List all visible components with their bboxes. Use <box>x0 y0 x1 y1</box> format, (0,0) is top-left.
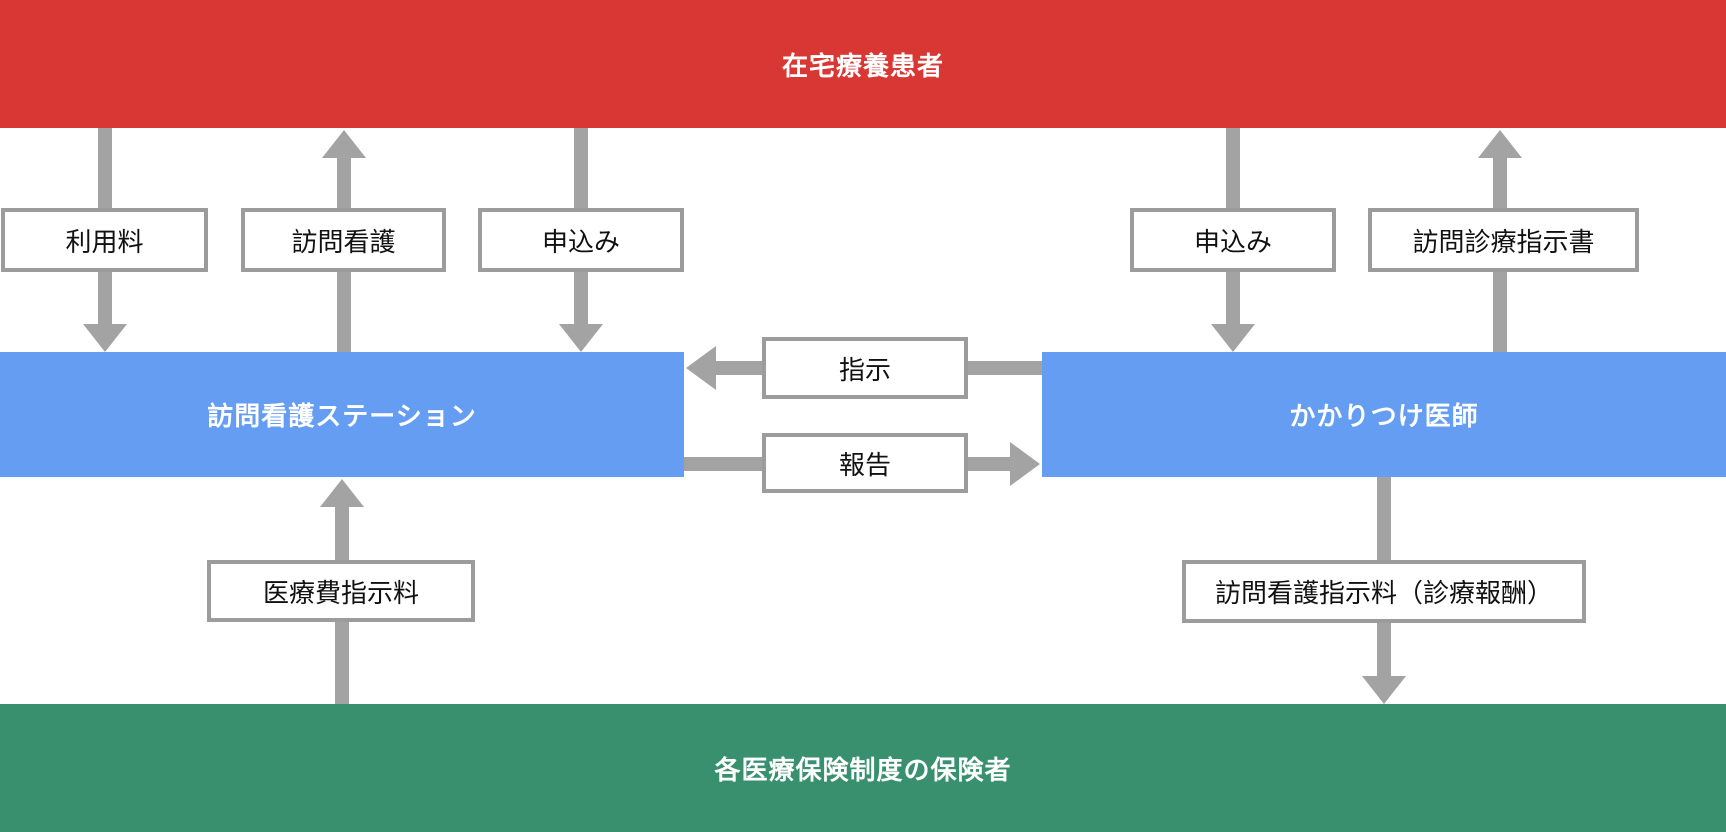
arrow-usage-fee-arrowhead-down <box>83 324 127 352</box>
band-visiting-nursing-station: 訪問看護ステーション <box>0 352 684 477</box>
band-home-care-patient-label: 在宅療養患者 <box>781 50 944 81</box>
flow-label-instruction-text: 指示 <box>838 354 891 385</box>
arrow-nursing-directive-fee-arrowhead-down <box>1362 676 1406 704</box>
flow-label-application-right-text: 申込み <box>1193 226 1272 257</box>
flow-label-usage-fee: 利用料 <box>1 208 208 272</box>
band-home-care-patient: 在宅療養患者 <box>0 0 1726 128</box>
arrow-instruction-arrowhead-left <box>686 346 716 390</box>
flow-label-visit-directive-text: 訪問診療指示書 <box>1412 226 1595 257</box>
arrow-application-right-arrowhead-down <box>1211 324 1255 352</box>
band-insurer: 各医療保険制度の保険者 <box>0 704 1726 832</box>
flow-label-medical-fee: 医療費指示料 <box>207 560 475 622</box>
flow-label-visiting-nursing: 訪問看護 <box>241 208 446 272</box>
flow-label-application-left-text: 申込み <box>541 226 620 257</box>
band-family-doctor-label: かかりつけ医師 <box>1289 401 1479 431</box>
arrow-visiting-nursing-arrowhead-up <box>322 130 366 158</box>
band-visiting-nursing-station-label: 訪問看護ステーション <box>207 401 477 431</box>
flow-label-visit-directive: 訪問診療指示書 <box>1368 208 1639 272</box>
flow-label-usage-fee-text: 利用料 <box>65 226 144 257</box>
flow-label-medical-fee-text: 医療費指示料 <box>262 577 419 608</box>
arrow-application-left-arrowhead-down <box>559 324 603 352</box>
band-family-doctor: かかりつけ医師 <box>1042 352 1726 477</box>
flow-label-application-right: 申込み <box>1130 208 1336 272</box>
flow-label-nursing-directive-fee: 訪問看護指示料（診療報酬） <box>1182 560 1586 623</box>
flow-label-application-left: 申込み <box>478 208 684 272</box>
flow-label-visiting-nursing-text: 訪問看護 <box>291 226 396 257</box>
arrow-report-arrowhead-right <box>1010 442 1040 486</box>
band-insurer-label: 各医療保険制度の保険者 <box>714 754 1012 785</box>
arrow-visit-directive-arrowhead-up <box>1478 130 1522 158</box>
flow-label-report: 報告 <box>762 433 968 493</box>
flow-label-report-text: 報告 <box>838 449 891 480</box>
flow-label-nursing-directive-fee-text: 訪問看護指示料（診療報酬） <box>1214 578 1553 608</box>
flow-label-instruction: 指示 <box>762 337 968 399</box>
arrow-medical-fee-arrowhead-up <box>320 479 364 507</box>
